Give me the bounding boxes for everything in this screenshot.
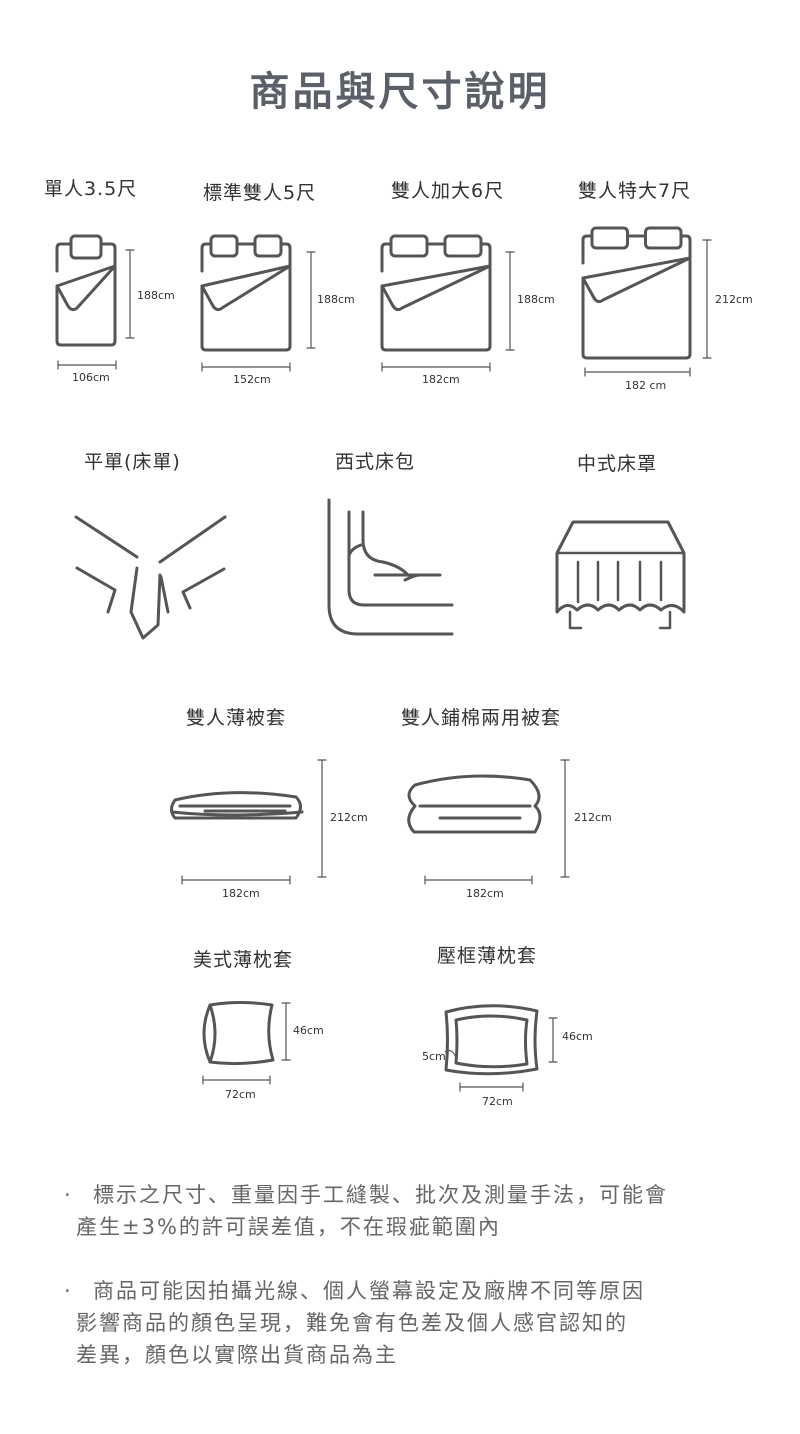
bed-skirt-icon (555, 520, 686, 614)
bed-width: 106cm (72, 371, 110, 384)
bed-label: 雙人特大7尺 (578, 180, 692, 202)
duvet-label: 雙人鋪棉兩用被套 (401, 707, 562, 729)
pillow-icon (590, 226, 629, 250)
sheet-label: 平單(床單) (84, 451, 181, 473)
duvet-fold-icon (200, 264, 292, 312)
duvet-fold-icon (380, 264, 492, 312)
pillowcase-width: 72cm (482, 1095, 513, 1108)
pillowcase-label: 壓框薄枕套 (437, 945, 538, 967)
width-dimension-line (201, 362, 291, 372)
border-arrow-icon (444, 1050, 457, 1059)
sheet-label: 西式床包 (335, 451, 416, 473)
duvet-fold-icon (55, 264, 117, 312)
width-dimension-line (181, 875, 291, 885)
height-dimension-line (306, 251, 316, 349)
width-dimension-line (424, 875, 533, 885)
pillowcase-label: 美式薄枕套 (193, 949, 294, 971)
note-bullet: · (64, 1279, 73, 1303)
duvet-height: 212cm (330, 811, 368, 824)
width-dimension-line (584, 367, 691, 377)
duvet-width: 182cm (466, 887, 504, 900)
flange-pillowcase-inner-icon (454, 1014, 529, 1069)
height-dimension-line (317, 759, 327, 878)
bed-height: 188cm (317, 293, 355, 306)
width-dimension-line (381, 362, 491, 372)
width-dimension-line (57, 360, 117, 370)
note-line: 差異，顏色以實際出貨商品為主 (76, 1343, 398, 1367)
sheet-label: 中式床罩 (577, 453, 658, 475)
pillow-icon (389, 234, 429, 258)
bed-width: 182cm (422, 373, 460, 386)
width-dimension-line (459, 1082, 524, 1092)
page-title: 商品與尺寸說明 (249, 69, 551, 115)
pillowcase-height: 46cm (293, 1024, 324, 1037)
pillow-icon (209, 234, 239, 258)
pillow-icon (69, 234, 103, 260)
bed-label: 雙人加大6尺 (391, 180, 505, 202)
note-line: 影響商品的顏色呈現，難免會有色差及個人感官認知的 (76, 1311, 628, 1335)
duvet-width: 182cm (222, 887, 260, 900)
flat-sheet-icon (74, 515, 227, 640)
bed-height: 212cm (715, 293, 753, 306)
duvet-fold-icon (581, 256, 692, 304)
quilted-duvet-icon (407, 774, 542, 834)
bed-frame-icon (380, 242, 492, 352)
bed-frame-icon (581, 234, 692, 360)
height-dimension-line (281, 1002, 291, 1061)
pillow-icon (443, 234, 483, 258)
height-dimension-line (560, 759, 570, 878)
height-dimension-line (548, 1017, 558, 1063)
bed-width: 152cm (233, 373, 271, 386)
bed-label: 單人3.5尺 (44, 178, 138, 200)
height-dimension-line (702, 239, 712, 359)
pillowcase-height: 46cm (562, 1030, 593, 1043)
note-line: 標示之尺寸、重量因手工縫製、批次及測量手法，可能會 (93, 1183, 668, 1207)
american-pillowcase-icon (202, 1001, 275, 1066)
thin-duvet-icon (170, 791, 304, 820)
note-bullet: · (64, 1183, 73, 1207)
bed-frame-icon (55, 242, 117, 347)
pillowcase-border: 5cm (422, 1050, 446, 1063)
bed-width: 182 cm (625, 379, 667, 392)
pillow-icon (253, 234, 283, 258)
bed-height: 188cm (517, 293, 555, 306)
pillow-icon (644, 226, 683, 250)
height-dimension-line (125, 249, 135, 339)
note-line: 商品可能因拍攝光線、個人螢幕設定及廠牌不同等原因 (93, 1279, 645, 1303)
height-dimension-line (505, 251, 515, 351)
bed-height: 188cm (137, 289, 175, 302)
width-dimension-line (202, 1075, 271, 1085)
flange-pillowcase-outer-icon (444, 1004, 539, 1076)
duvet-label: 雙人薄被套 (186, 707, 287, 729)
bed-skirt-pleats-icon (555, 551, 686, 630)
pillowcase-width: 72cm (225, 1088, 256, 1101)
note-line: 產生±3%的許可誤差值，不在瑕疵範圍內 (76, 1215, 501, 1239)
bed-frame-icon (200, 242, 292, 352)
fitted-sheet-icon (327, 498, 454, 636)
duvet-height: 212cm (574, 811, 612, 824)
bed-label: 標準雙人5尺 (203, 182, 317, 204)
